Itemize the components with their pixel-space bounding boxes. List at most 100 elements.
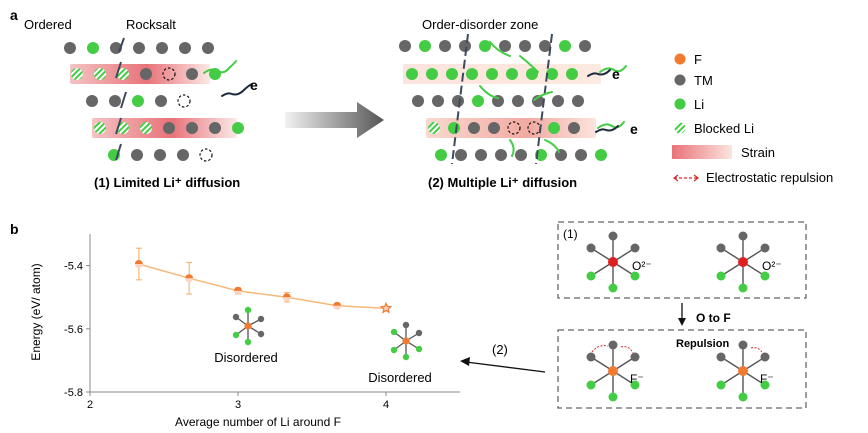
tm-atom xyxy=(155,95,167,107)
li-atom xyxy=(630,271,640,281)
tm-atom xyxy=(495,149,507,161)
o-to-f-label: O to F xyxy=(696,311,731,325)
y-tick-label: -5.4 xyxy=(64,261,83,273)
left-schematic: Ordered Rocksalt e (1) Limited Li⁺ diffu… xyxy=(24,17,258,190)
oxygen-atom xyxy=(738,257,748,267)
tm-atom xyxy=(412,95,424,107)
y-axis-label: Energy (eV/ atom) xyxy=(29,263,43,360)
fluorine-cluster-box: Repulsion F⁻ F⁻ xyxy=(557,329,807,409)
tm-atom xyxy=(439,40,451,52)
li-atom xyxy=(608,392,618,402)
tm-atom xyxy=(131,149,143,161)
legend: F TM Li Blocked Li Strain Electrostatic … xyxy=(672,52,833,185)
tm-atom xyxy=(552,95,564,107)
tm-atom xyxy=(177,149,189,161)
tm-atom xyxy=(555,149,567,161)
li-atom xyxy=(546,68,558,80)
tm-atom xyxy=(608,231,618,241)
data-point xyxy=(185,274,194,279)
legend-tm-marker xyxy=(674,74,686,86)
li-atom xyxy=(486,68,498,80)
blocked-li-atom xyxy=(117,68,129,80)
fluorine-atom xyxy=(738,366,748,376)
tm-atom xyxy=(630,352,640,362)
legend-tm-label: TM xyxy=(694,73,713,88)
inset-top-label: (1) xyxy=(563,227,578,241)
repulsion-label: Repulsion xyxy=(676,338,729,350)
tm-atom xyxy=(738,231,748,241)
li-atom xyxy=(630,380,640,390)
tm-atom xyxy=(156,42,168,54)
electron-path xyxy=(587,69,619,133)
tm-atom xyxy=(399,40,411,52)
tm-atom xyxy=(186,68,198,80)
oxygen-label: O²⁻ xyxy=(762,259,782,273)
li-atom xyxy=(479,40,491,52)
tm-atom xyxy=(760,352,770,362)
interface-line xyxy=(115,37,127,161)
annotation-disordered-2: Disordered xyxy=(368,370,432,385)
step-2-label: (2) xyxy=(492,342,508,357)
tm-atom xyxy=(512,95,524,107)
data-point xyxy=(333,301,342,306)
tm-atom xyxy=(488,122,500,134)
left-caption: (1) Limited Li⁺ diffusion xyxy=(94,175,240,190)
data-point-lower xyxy=(134,264,143,269)
tm-atom xyxy=(515,149,527,161)
legend-f-label: F xyxy=(694,52,702,67)
tm-atom xyxy=(179,42,191,54)
electron-path xyxy=(203,60,253,97)
data-point xyxy=(234,286,242,291)
fluorine-atom xyxy=(608,366,618,376)
blocked-li-atom xyxy=(94,122,106,134)
tm-atom xyxy=(455,149,467,161)
right-caption: (2) Multiple Li⁺ diffusion xyxy=(428,175,577,190)
transition-arrow xyxy=(285,102,384,138)
electron-label: e xyxy=(250,77,258,93)
ordered-label: Ordered xyxy=(24,17,72,32)
electron-label: e xyxy=(630,121,638,137)
legend-li-label: Li xyxy=(694,97,704,112)
li-atom xyxy=(419,40,431,52)
data-point-star xyxy=(379,301,393,314)
tm-atom xyxy=(575,149,587,161)
x-tick-label: 2 xyxy=(87,399,93,411)
li-atom xyxy=(738,392,748,402)
tm-atom xyxy=(716,352,726,362)
tm-atom xyxy=(579,40,591,52)
vacancy-site xyxy=(162,67,176,81)
li-atom xyxy=(716,271,726,281)
li-atom xyxy=(506,68,518,80)
y-tick-label: -5.8 xyxy=(64,387,83,399)
legend-repulsion-arrow xyxy=(673,174,699,182)
legend-blocked-li-marker xyxy=(674,122,686,134)
tm-atom xyxy=(202,42,214,54)
blocked-li-atom xyxy=(94,68,106,80)
tm-atom xyxy=(140,68,152,80)
li-diffusion-path xyxy=(479,41,627,157)
li-atom xyxy=(446,68,458,80)
tm-atom xyxy=(154,149,166,161)
li-atom xyxy=(559,40,571,52)
repulsion-arrow xyxy=(591,345,764,355)
legend-f-marker xyxy=(674,53,686,65)
li-atom xyxy=(232,122,244,134)
rocksalt-label: Rocksalt xyxy=(126,17,176,32)
tm-atom xyxy=(459,40,471,52)
li-atom xyxy=(548,122,560,134)
legend-repulsion-label: Electrostatic repulsion xyxy=(706,170,833,185)
tm-atom xyxy=(568,122,580,134)
tm-atom xyxy=(432,95,444,107)
li-atom xyxy=(87,42,99,54)
tm-atom xyxy=(608,340,618,350)
fluorine-label: F⁻ xyxy=(630,372,644,386)
blocked-li-atom xyxy=(428,122,440,134)
panel-b-label: b xyxy=(10,221,19,237)
tm-atom xyxy=(209,122,221,134)
tm-atom xyxy=(475,149,487,161)
data-point xyxy=(134,260,143,265)
li-atom xyxy=(406,68,418,80)
blocked-li-atom xyxy=(71,68,83,80)
